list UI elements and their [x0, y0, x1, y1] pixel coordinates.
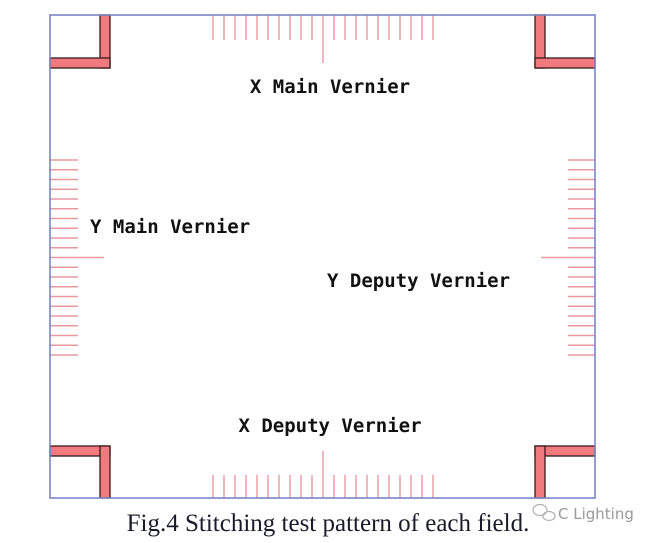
watermark: C Lighting	[532, 503, 634, 523]
wechat-icon	[532, 503, 556, 522]
watermark-text: C Lighting	[558, 505, 634, 523]
figure-caption: Fig.4 Stitching test pattern of each fie…	[127, 510, 530, 537]
x-deputy-vernier-label: X Deputy Vernier	[238, 415, 421, 437]
corner-mark-top-left-horizontal	[49, 57, 111, 69]
x-main-vernier-label: X Main Vernier	[250, 76, 410, 98]
field-frame	[49, 14, 596, 499]
y-main-vernier-label: Y Main Vernier	[90, 216, 250, 238]
corner-mark-top-right-horizontal	[534, 57, 596, 69]
y-deputy-vernier-label: Y Deputy Vernier	[327, 270, 510, 292]
corner-mark-bottom-right-vertical	[534, 445, 546, 499]
corner-mark-bottom-left-vertical	[99, 445, 111, 499]
vernier-ticks	[50, 15, 595, 498]
